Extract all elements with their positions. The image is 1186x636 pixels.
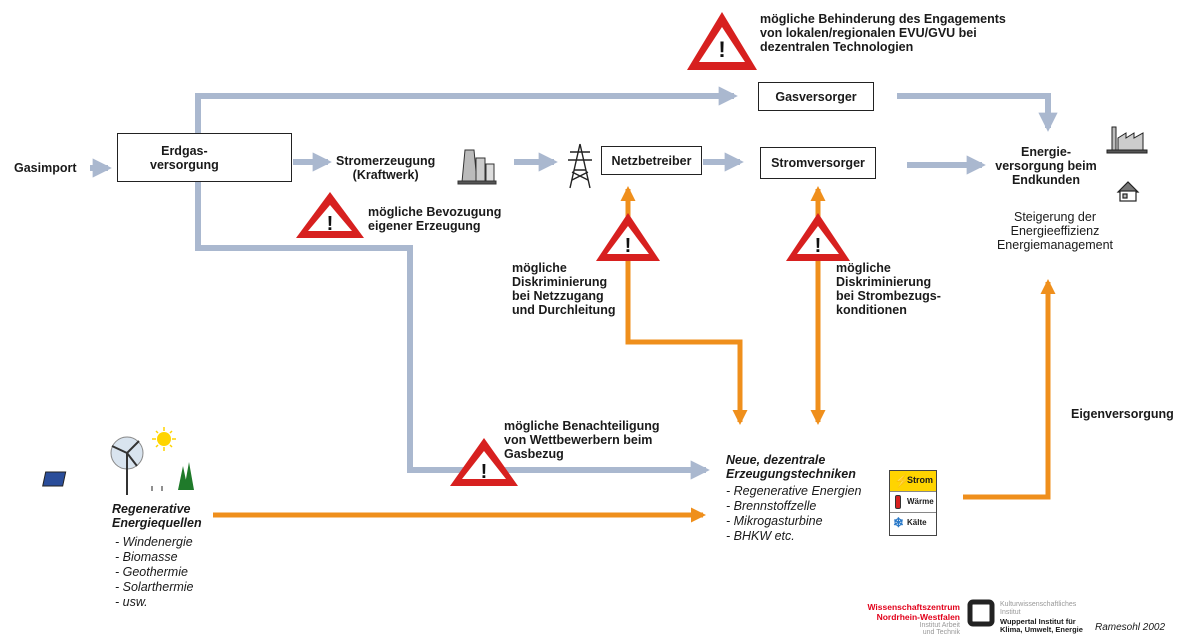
thermometer-icon [895, 495, 901, 509]
warning-bevorzugung-text: mögliche Bevozugung eigener Erzeugung [368, 205, 502, 233]
dezentral-item: - Regenerative Energien [726, 484, 862, 498]
arrow-dezentral-netz [620, 186, 748, 425]
gasimport-label: Gasimport [14, 161, 77, 175]
warning-icon-bevorzugung: ! [296, 192, 364, 238]
svg-text:!: ! [481, 461, 488, 483]
legend-waerme: Wärme [890, 492, 936, 513]
regenerative-item: - Geothermie [115, 565, 188, 579]
legend-strom: ⚡ Strom [890, 471, 936, 492]
erdgas-versorgung-box: Erdgas- versorgung [117, 133, 292, 182]
wz-nrw-name: Wissenschaftszentrum Nordrhein-Westfalen [867, 602, 960, 622]
warning-icon-netzzugang: ! [596, 213, 660, 261]
power-pylon-icon [568, 143, 592, 189]
dezentral-item: - Brennstoffzelle [726, 499, 817, 513]
regenerative-item: - usw. [115, 595, 148, 609]
lightning-icon: ⚡ [894, 473, 911, 488]
wuppertal-logo [967, 599, 995, 627]
house-icon [1116, 181, 1140, 202]
power-plant-icon [457, 149, 497, 185]
svg-text:!: ! [815, 235, 822, 257]
arrow-erdgas-gasversorger [195, 86, 738, 133]
arrow-dezentral-endkunden [963, 279, 1056, 500]
wuppertal-label: Wuppertal Institut für Klima, Umwelt, En… [1000, 617, 1083, 634]
stromerzeugung-label: Stromerzeugung (Kraftwerk) [336, 154, 436, 182]
endkunden-label: Energie- versorgung beim Endkunden [995, 145, 1097, 187]
arrow-gasversorger-endkunden [897, 93, 1058, 132]
arrow-erdgas-dezentral [195, 181, 710, 480]
dezentral-item: - Mikrogasturbine [726, 514, 823, 528]
renewable-sources-icon [42, 427, 194, 495]
stromversorger-box: Stromversorger [760, 147, 876, 179]
kulturwiss-label: Kulturwissenschaftliches Institut [1000, 601, 1077, 616]
dezentral-title: Neue, dezentrale Erzeugungstechniken [726, 453, 856, 481]
steigerung-label: Steigerung der Energieeffizienz Energiem… [996, 210, 1114, 252]
svg-text:!: ! [718, 37, 725, 62]
warning-icon-top: ! [687, 12, 757, 70]
regenerative-title: Regenerative Energiequellen [112, 502, 202, 530]
author-credit: Ramesohl 2002 [1095, 622, 1166, 633]
erdgas-versorgung-label: Erdgas- versorgung [150, 144, 219, 172]
warning-netzzugang-text: mögliche Diskriminierung bei Netzzugang … [512, 261, 616, 317]
legend-kaelte: ❄ Kälte [893, 515, 927, 530]
dezentral-item: - BHKW etc. [726, 529, 795, 543]
warning-gasbezug-text: mögliche Benachteiligung von Wettbewerbe… [504, 419, 660, 461]
warning-icon-strombezug: ! [786, 213, 850, 261]
regenerative-item: - Solarthermie [115, 580, 194, 594]
eigenversorgung-label: Eigenversorgung [1071, 407, 1174, 421]
netzbetreiber-box: Netzbetreiber [601, 146, 702, 175]
svg-text:!: ! [625, 235, 632, 257]
warning-top-text: mögliche Behinderung des Engagements von… [760, 12, 1006, 54]
regenerative-item: - Biomasse [115, 550, 178, 564]
warning-icon-gasbezug: ! [450, 438, 518, 486]
svg-text:!: ! [327, 213, 334, 235]
gasversorger-box: Gasversorger [758, 82, 874, 111]
energy-legend: ⚡ Strom Wärme ❄ Kälte [889, 470, 937, 536]
wz-nrw-sub: Institut Arbeit und Technik [919, 622, 960, 636]
snowflake-icon: ❄ [893, 515, 904, 530]
factory-icon [1106, 126, 1148, 154]
regenerative-item: - Windenergie [115, 535, 193, 549]
warning-strombezug-text: mögliche Diskriminierung bei Strombezugs… [836, 261, 941, 317]
